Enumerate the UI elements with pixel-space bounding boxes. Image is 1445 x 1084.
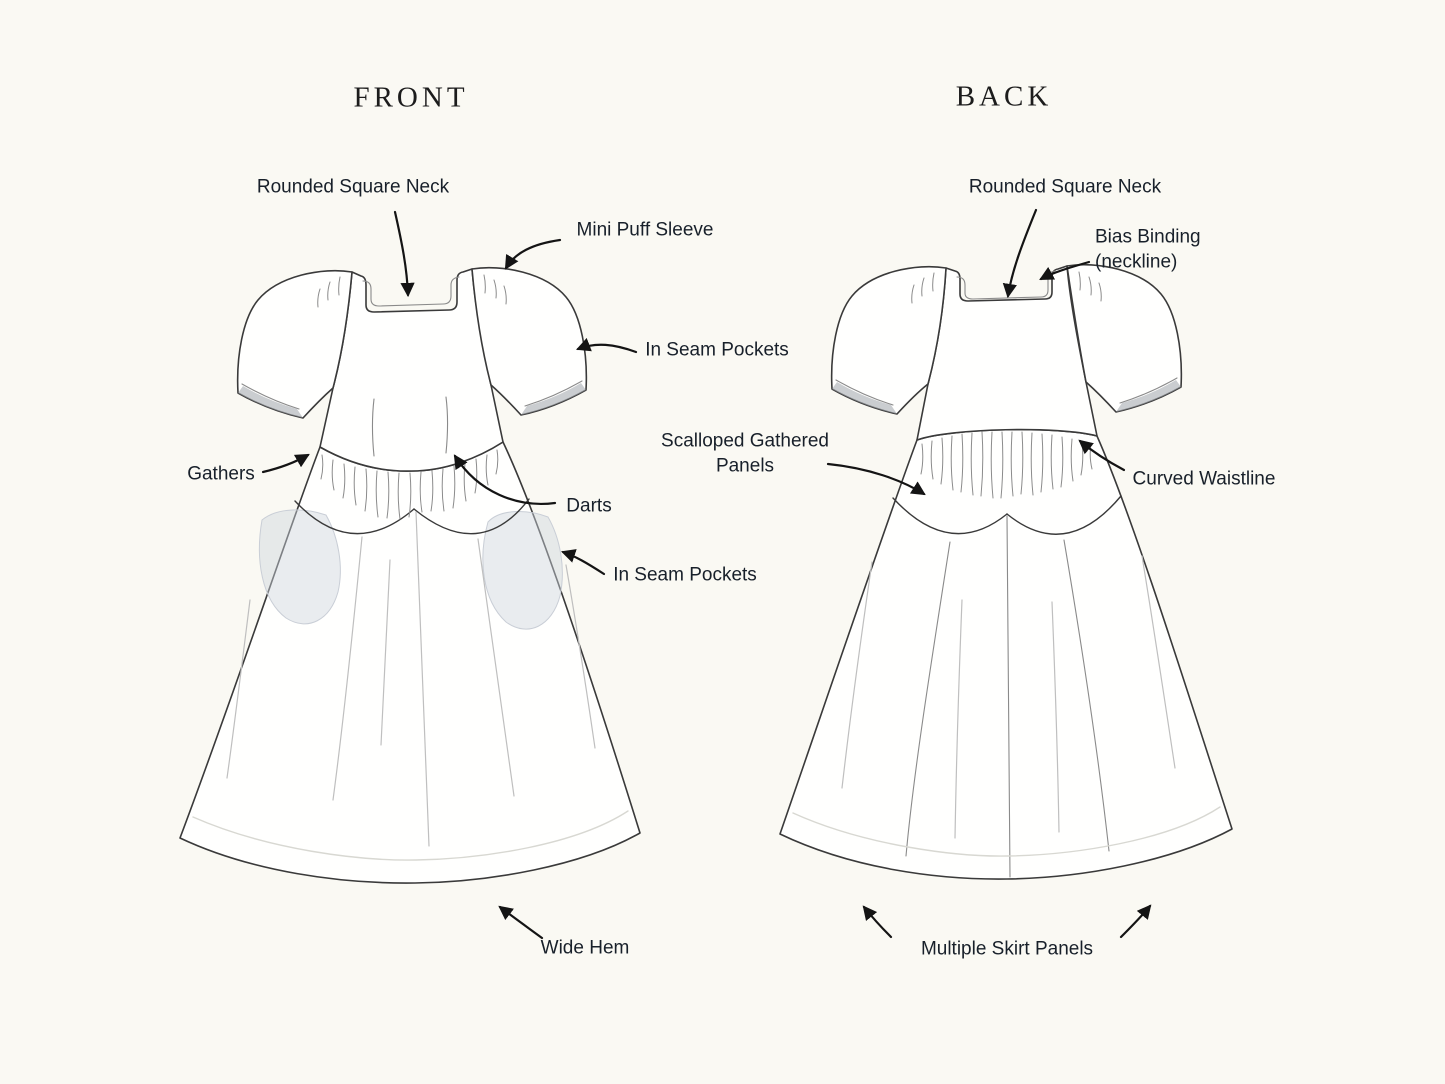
front-cuff-line-left [241,383,300,410]
arrow-back-rounded-square-neck [1002,208,1038,299]
front-pocket-right [482,511,563,630]
front-waist-gathers [320,449,499,520]
label-front-gathers: Gathers [187,463,255,485]
back-cuff-line-left [835,379,894,406]
label-front-rounded-square-neck: Rounded Square Neck [256,176,450,198]
back-cuff-line-right [1119,377,1178,404]
back-hem-inner-line [792,806,1221,857]
label-front-darts: Darts [566,495,612,517]
arrow-back-bias-binding [1039,260,1091,281]
front-view-title: FRONT [353,81,469,114]
arrow-front-wide-hem [498,905,544,940]
back-skirt-drape-lines [841,555,1176,839]
front-neckline-binding [362,276,460,307]
arrow-back-curved-waistline [1078,439,1126,472]
label-front-in-seam-pockets-bottom: In Seam Pockets [613,564,757,586]
front-hem-inner-line [192,810,629,861]
label-front-wide-hem: Wide Hem [540,937,630,959]
arrow-front-rounded-square-neck [393,210,415,298]
back-bodice [916,265,1098,441]
label-back-scalloped-line2: Panels [715,455,775,476]
arrow-back-scalloped-panels [826,462,926,496]
back-view-title: BACK [955,80,1053,113]
label-back-bias-binding-line2: (neckline) [1095,251,1178,272]
back-scallop-left [892,497,1008,535]
label-back-bias-binding: Bias Binding (neckline) [1095,225,1201,274]
front-darts [371,396,449,457]
arrow-front-in-seam-pockets-bottom [560,549,606,576]
back-cuff-shade-left [832,382,897,414]
front-scallop-left [294,500,415,535]
back-sleeve-cap-gathers [911,271,1102,304]
front-cuff-shade-left [238,386,303,418]
back-dress-drawing [779,263,1233,880]
front-cuff-line-right [524,380,583,407]
front-scallop-right [413,498,530,535]
label-back-scalloped-gathered-panels: Scalloped Gathered Panels [661,429,829,478]
label-back-curved-waistline: Curved Waistline [1132,468,1276,490]
back-scallop-right [1006,495,1122,535]
label-back-scalloped-line1: Scalloped Gathered [661,430,829,452]
arrow-back-skirt-panels-right [1119,904,1152,939]
label-back-multiple-skirt-panels: Multiple Skirt Panels [920,938,1094,960]
front-sleeve-cap-gathers [317,274,507,308]
arrow-front-gathers [261,453,310,474]
arrow-front-mini-puff-sleeve [504,238,562,270]
back-skirt [779,428,1233,880]
label-front-mini-puff-sleeve: Mini Puff Sleeve [576,219,714,241]
front-sleeve-right [471,266,588,416]
label-back-bias-binding-line1: Bias Binding [1095,226,1201,248]
front-skirt-drape-lines [226,511,596,847]
label-front-in-seam-pockets-top: In Seam Pockets [645,339,789,361]
front-dress-drawing [179,266,641,884]
arrow-front-in-seam-pockets-top [576,337,638,354]
back-skirt-panel-seams [905,515,1110,878]
front-pocket-left [258,509,341,625]
arrow-back-skirt-panels-left [862,905,893,939]
back-neckline-binding [956,270,1056,300]
annotation-arrows [261,208,1152,940]
arrow-front-darts [453,454,557,505]
front-cuff-shade-right [521,383,586,415]
back-cuff-shade-right [1116,380,1181,412]
back-waist-gathers [920,431,1093,499]
label-back-rounded-square-neck: Rounded Square Neck [968,176,1162,198]
